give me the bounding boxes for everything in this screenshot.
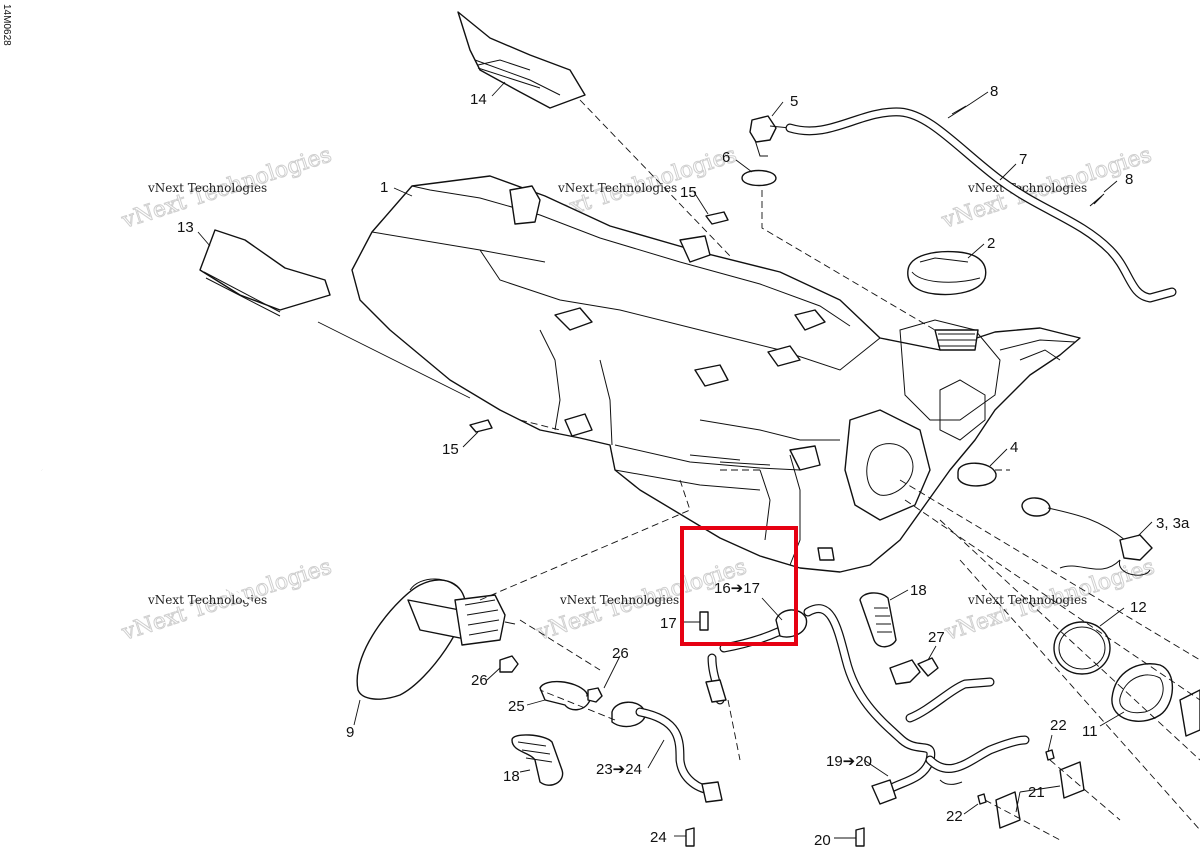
- grommet: [741, 169, 777, 187]
- callout-18: 18: [910, 582, 927, 599]
- locking-ring: [1111, 663, 1174, 722]
- bracket-tab-right: [1179, 689, 1200, 737]
- callout-4: 4: [1010, 439, 1018, 456]
- fuel-tank: [351, 175, 1081, 573]
- watermark-text: vNext Technologies: [557, 181, 677, 195]
- watermark-text: vNext Technologies: [967, 593, 1087, 607]
- hose-clip: [889, 657, 939, 685]
- callout-15: 15: [680, 184, 697, 201]
- callout-27: 27: [928, 629, 945, 646]
- callout-22: 22: [946, 808, 963, 825]
- highlight-box: [680, 526, 798, 646]
- callout-3-3a: 3, 3a: [1156, 515, 1190, 532]
- callout-13: 13: [177, 219, 194, 236]
- callout-17: 17: [660, 615, 677, 632]
- callout-2: 2: [987, 235, 995, 252]
- fuel-filter-assembly: [611, 701, 723, 803]
- callout-8: 8: [990, 83, 998, 100]
- watermark-text: vNext Technologies: [559, 593, 679, 607]
- heat-shield-upper: [457, 11, 586, 109]
- callout-8: 8: [1125, 171, 1133, 188]
- vent-valve-assembly: [749, 107, 1177, 303]
- callout-23-24: 23➔24: [596, 761, 642, 778]
- watermark-text: vNext Technologies: [967, 181, 1087, 195]
- callout-18: 18: [503, 768, 520, 785]
- document-id: 14M0628: [1, 4, 12, 46]
- callout-16-17: 16➔17: [714, 580, 760, 597]
- hose-clip-right: [1089, 193, 1105, 207]
- heat-shield-left: [199, 229, 331, 317]
- fuel-hose-main: [803, 604, 1030, 805]
- callout-26: 26: [471, 672, 488, 689]
- fuel-level-sender-rod: [41, 468, 516, 700]
- pump-grommet: [957, 462, 997, 487]
- assembly-lines: [317, 99, 1200, 841]
- callout-6: 6: [722, 149, 730, 166]
- watermark-text: vNext Technologies: [147, 593, 267, 607]
- o-ring: [1053, 621, 1111, 675]
- bracket-upper: [1059, 761, 1085, 799]
- callout-26: 26: [612, 645, 629, 662]
- callout-5: 5: [790, 93, 798, 110]
- leader-lines: [197, 81, 1153, 839]
- bolt-lower: [977, 793, 987, 805]
- hose-elbow-right: [859, 592, 897, 648]
- callout-11: 11: [1082, 723, 1098, 740]
- watermark-text: vNext Technologies: [147, 181, 267, 195]
- hose-clip-top: [947, 103, 971, 119]
- callout-1: 1: [380, 179, 388, 196]
- nut-upper: [705, 211, 729, 225]
- fitting-nut-left: [499, 655, 519, 673]
- fuel-level-sensor: [1021, 497, 1153, 576]
- callout-24: 24: [650, 829, 667, 846]
- callout-labels: 1 2 3, 3a 4 5 6 7 8 8 9 11 12 13 14 15 1…: [177, 83, 1190, 849]
- callout-20: 20: [814, 832, 831, 849]
- callout-9: 9: [346, 724, 354, 741]
- o-ring-inner: [1058, 626, 1106, 670]
- callout-22: 22: [1050, 717, 1067, 734]
- clamp-24: [685, 827, 695, 847]
- callout-21: 21: [1028, 784, 1045, 801]
- nut-lower: [469, 419, 493, 433]
- clamp-20: [855, 827, 865, 847]
- bolt-upper: [1045, 749, 1055, 761]
- fitting-nut-center: [587, 687, 603, 703]
- callout-25: 25: [508, 698, 525, 715]
- callout-19-20: 19➔20: [826, 753, 872, 770]
- callout-7: 7: [1019, 151, 1027, 168]
- callout-12: 12: [1130, 599, 1147, 616]
- hose-elbow-left: [511, 734, 564, 786]
- fuel-cap: [907, 250, 987, 296]
- bracket-lower: [995, 791, 1021, 829]
- fuel-line-16-17: [699, 609, 808, 705]
- callout-14: 14: [470, 91, 487, 108]
- callout-15: 15: [442, 441, 459, 458]
